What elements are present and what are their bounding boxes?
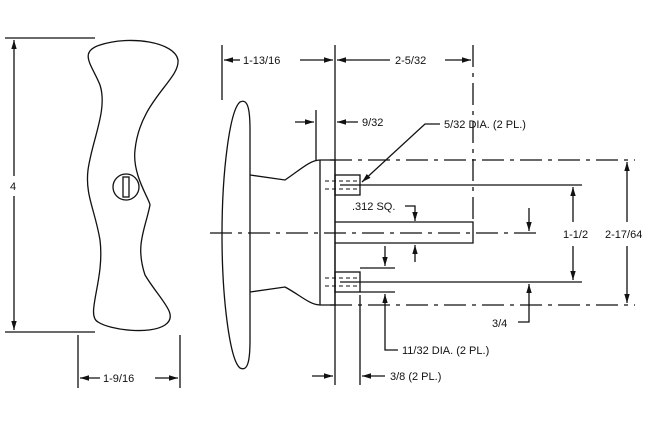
keyhole-icon — [122, 176, 130, 198]
dim-shaft-length: 2-5/32 — [395, 55, 426, 67]
dim-stud-dia: 11/32 DIA. (2 PL.) — [402, 345, 489, 357]
dim-stud-spacing: 1-1/2 — [563, 229, 588, 241]
dim-knob-depth: 1-13/16 — [243, 55, 280, 67]
dim-shaft-square: .312 SQ. — [352, 201, 395, 213]
dim-flange-height: 2-17/64 — [605, 229, 642, 241]
keyhole-boss — [112, 173, 140, 201]
dim-half-spacing: 3/4 — [492, 318, 507, 330]
dim-front-width: 1-9/16 — [103, 373, 134, 385]
dim-stud-hole: 5/32 DIA. (2 PL.) — [444, 119, 526, 131]
front-view: 4 1-9/16 — [5, 37, 181, 388]
dim-height: 4 — [10, 181, 16, 193]
dim-flange-offset: 9/32 — [362, 117, 383, 129]
side-view: 1-13/16 2-5/32 9/32 5/32 DIA. (2 PL.) .3… — [210, 45, 642, 385]
dim-stud-length: 3/8 (2 PL.) — [390, 371, 441, 383]
